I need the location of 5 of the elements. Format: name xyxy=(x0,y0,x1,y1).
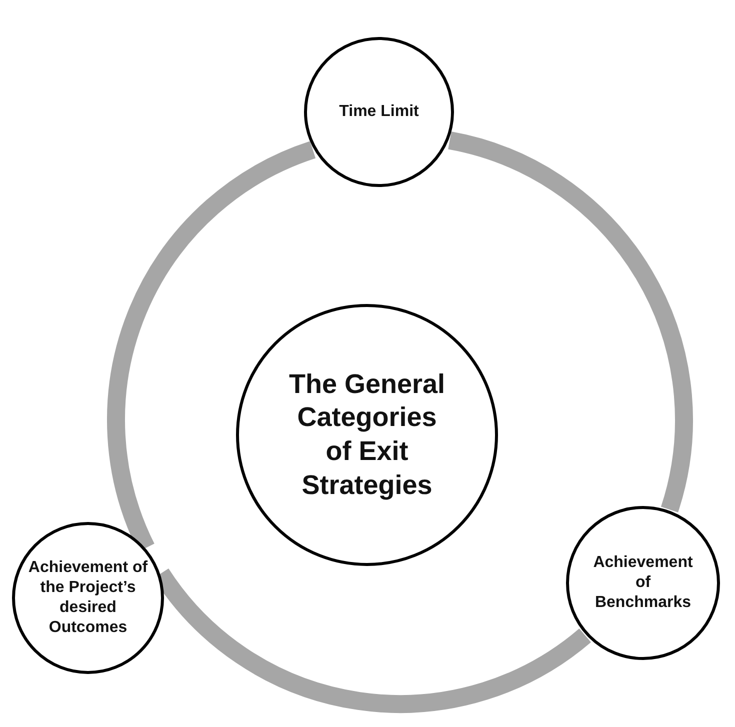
category-label: Time Limit xyxy=(338,102,420,122)
category-label: The General Categories of Exit Strategies xyxy=(288,368,446,502)
ring-connector xyxy=(448,132,693,512)
category-label: Achievement of Benchmarks xyxy=(592,553,694,613)
category-label: Achievement of the Project’s desired Outcomes xyxy=(27,558,149,638)
